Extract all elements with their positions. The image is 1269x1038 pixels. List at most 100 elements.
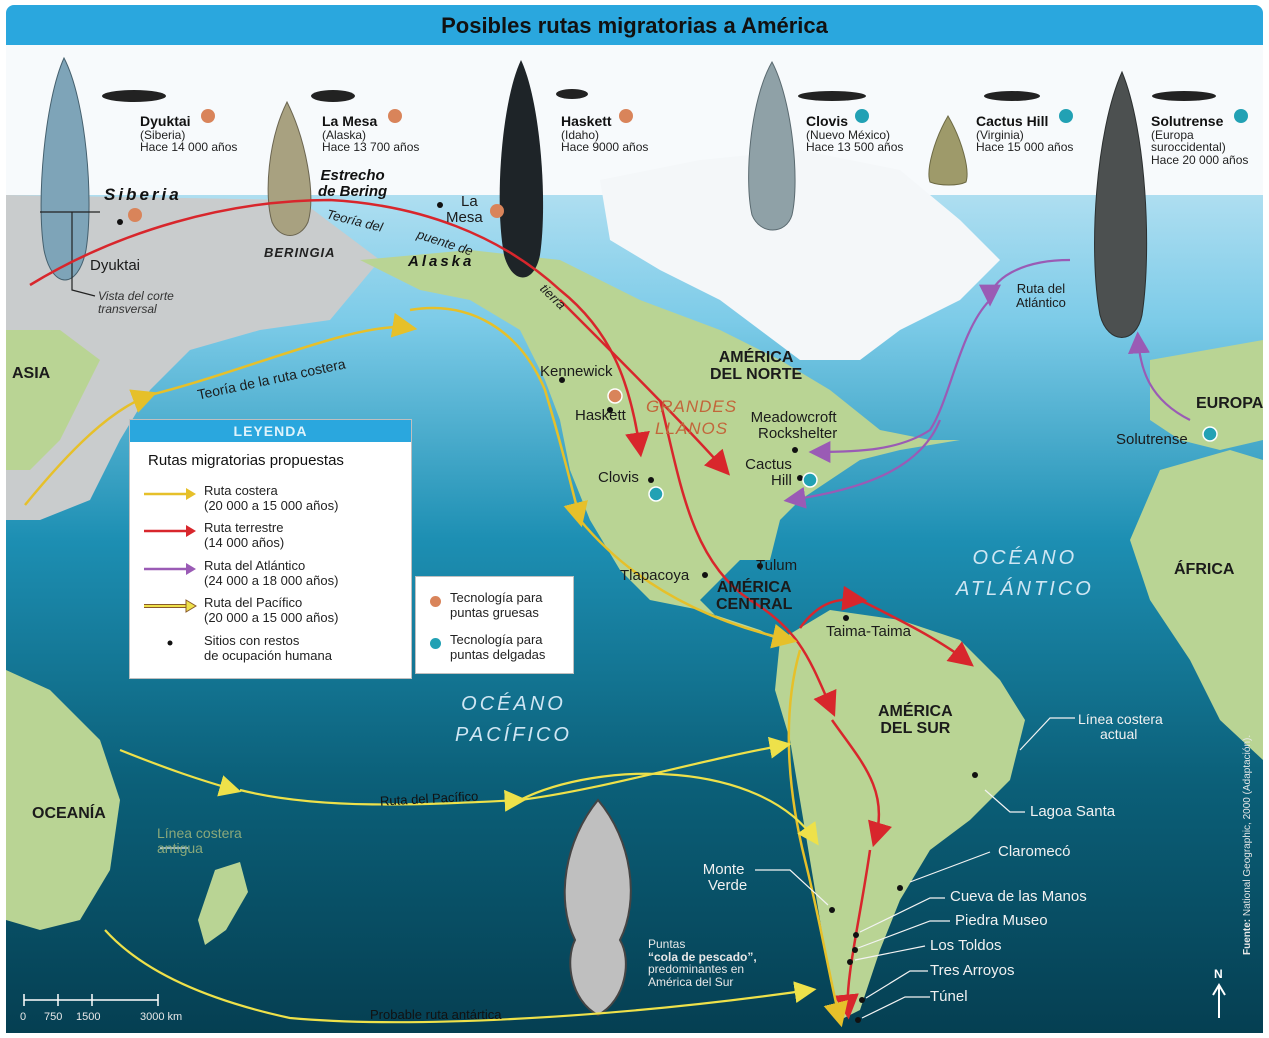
pacific-route-mid	[239, 788, 527, 812]
region-siberia: Siberia	[104, 185, 182, 204]
legend-arrow-land-icon	[144, 525, 196, 537]
artifact-region: (Siberia)	[140, 127, 186, 142]
site-dot-claromeco	[897, 885, 903, 891]
coastal-route-south	[787, 649, 848, 1028]
antarctic-route	[104, 929, 817, 1024]
artifact-name: Dyuktai	[140, 113, 191, 129]
fishtail-line-2: “cola de pescado”,	[648, 949, 757, 964]
south-america-line-1: AMÉRICA	[878, 703, 953, 720]
region-africa: ÁFRICA	[1174, 561, 1235, 578]
artifact-caption-cactus-hill: Cactus Hill (Virginia) Hace 15 000 años	[976, 114, 1073, 154]
source-label: Fuente:	[1242, 918, 1253, 955]
site-dots	[117, 202, 978, 1023]
legend-sub: (20 000 a 15 000 años)	[204, 609, 339, 625]
site-dot-tunel	[855, 1017, 861, 1023]
scale-label-1500: 1500	[76, 1011, 101, 1023]
site-dot-toldos	[847, 959, 853, 965]
cross-section-pointer	[40, 211, 100, 297]
region-oceania: OCEANÍA	[32, 805, 106, 822]
thin-tech-dot-icon	[430, 637, 441, 652]
site-dot-kennewick	[559, 377, 565, 383]
artifact-name: Cactus Hill	[976, 113, 1049, 129]
artifact-age: Hace 9000 años	[561, 140, 649, 155]
site-piedra-museo: Piedra Museo	[955, 912, 1048, 929]
fishtail-line-4: América del Sur	[648, 974, 734, 989]
legend-label: Ruta del Pacífico	[204, 595, 303, 610]
legend-text: Ruta costera(20 000 a 15 000 años)	[204, 483, 338, 514]
meadowcroft-line-2: Rockshelter	[758, 424, 838, 442]
artifact-region: (Alaska)	[322, 127, 367, 142]
scale-label-750: 750	[44, 1011, 63, 1023]
asia-land	[6, 330, 100, 470]
thick-tech-line-1: Tecnología para	[450, 590, 543, 605]
land-route-main	[29, 198, 650, 458]
artifact-age: Hace 20 000 años	[1151, 152, 1249, 167]
fishtail-point-image	[563, 798, 632, 1017]
legend-text: Ruta del Atlántico(24 000 a 18 000 años)	[204, 558, 339, 589]
source-note: Fuente: National Geographic, 2000 (Adapt…	[1242, 735, 1254, 955]
fishtail-line-1: Puntas	[648, 937, 686, 951]
atlantic-route-line-2: Atlántico	[1016, 294, 1066, 310]
north-label: N	[1214, 967, 1223, 981]
pacific-line-2: PACÍFICO	[455, 724, 572, 746]
artifact-name: Haskett	[561, 113, 612, 129]
site-dot-taima	[843, 615, 849, 621]
coast-now-line-1: Línea costera	[1078, 711, 1163, 727]
site-dot-piedra	[852, 947, 858, 953]
land-route-andes	[830, 719, 892, 848]
cueva-leader	[859, 897, 945, 933]
land-route-caribbean	[798, 585, 868, 629]
site-solutrense: Solutrense	[1116, 431, 1188, 448]
site-kennewick: Kennewick	[540, 363, 613, 380]
tech-dot-dyuktai	[128, 208, 142, 222]
tech-dot-cactus-hill	[802, 472, 818, 488]
new-zealand-land	[198, 862, 248, 945]
artifact-caption-dyuktai: Dyuktai (Siberia) Hace 14 000 años	[140, 114, 237, 154]
monte-leader	[755, 869, 829, 906]
fishtail-line-3: predominantes en	[648, 962, 745, 977]
artifact-name: Solutrense	[1151, 113, 1224, 129]
tech-dot-header-solutrense	[1234, 109, 1248, 123]
coast-old-line-1: Línea costera	[157, 825, 242, 841]
arctic-ice	[6, 45, 1263, 195]
tres-leader	[865, 970, 928, 999]
plains-line-2: LLANOS	[654, 418, 729, 438]
toldos-leader	[854, 945, 926, 961]
land-route-east	[559, 299, 731, 476]
region-central-america: AMÉRICA CENTRAL	[716, 579, 792, 614]
scale-label-3000: 3000 km	[140, 1011, 183, 1023]
atlantic-line-2: ATLÁNTICO	[956, 578, 1094, 600]
title-bar: Posibles rutas migratorias a América	[6, 5, 1263, 45]
legend-sub: (14 000 años)	[204, 534, 285, 550]
atlantic-route-europe	[1127, 331, 1191, 421]
tech-dot-la-mesa	[490, 204, 504, 218]
tech-dot-haskett	[607, 388, 623, 404]
atlantic-line-1: OCÉANO	[972, 547, 1078, 569]
legend-sub: (24 000 a 18 000 años)	[204, 572, 339, 588]
artifact-name: Clovis	[806, 113, 849, 129]
cactus-hill-section-image	[984, 91, 1040, 101]
ocean-atlantic: OCÉANO ATLÁNTICO	[956, 548, 1094, 600]
site-tulum: Tulum	[756, 557, 798, 574]
north-america-line-1: AMÉRICA	[718, 349, 794, 366]
artifact-region: (Virginia)	[976, 127, 1024, 142]
lagoa-leader	[984, 789, 1025, 813]
artifact-caption-la-mesa: La Mesa (Alaska) Hace 13 700 años	[322, 114, 419, 154]
coastal-route-northwest	[409, 306, 588, 528]
legend-item-land: Ruta terrestre(14 000 años)	[142, 520, 284, 550]
site-monte-verde: Monte Verde	[700, 862, 747, 894]
site-claromeco: Claromecó	[998, 843, 1071, 860]
leader-lines	[160, 717, 1075, 1019]
legend-header: LEYENDA	[130, 420, 411, 442]
site-dot-lagoa	[972, 772, 978, 778]
atlantic-route-meadowcroft	[808, 299, 991, 463]
la-mesa-line-1: La	[461, 193, 478, 210]
site-dot-cueva	[853, 932, 859, 938]
region-north-america: AMÉRICA DEL NORTE	[710, 349, 802, 384]
africa-land	[1130, 450, 1263, 760]
north-america-land	[360, 250, 960, 640]
coast-now-leader	[1019, 717, 1075, 751]
tech-dot-header-la-mesa	[388, 109, 402, 123]
tech-dot-clovis	[648, 486, 664, 502]
